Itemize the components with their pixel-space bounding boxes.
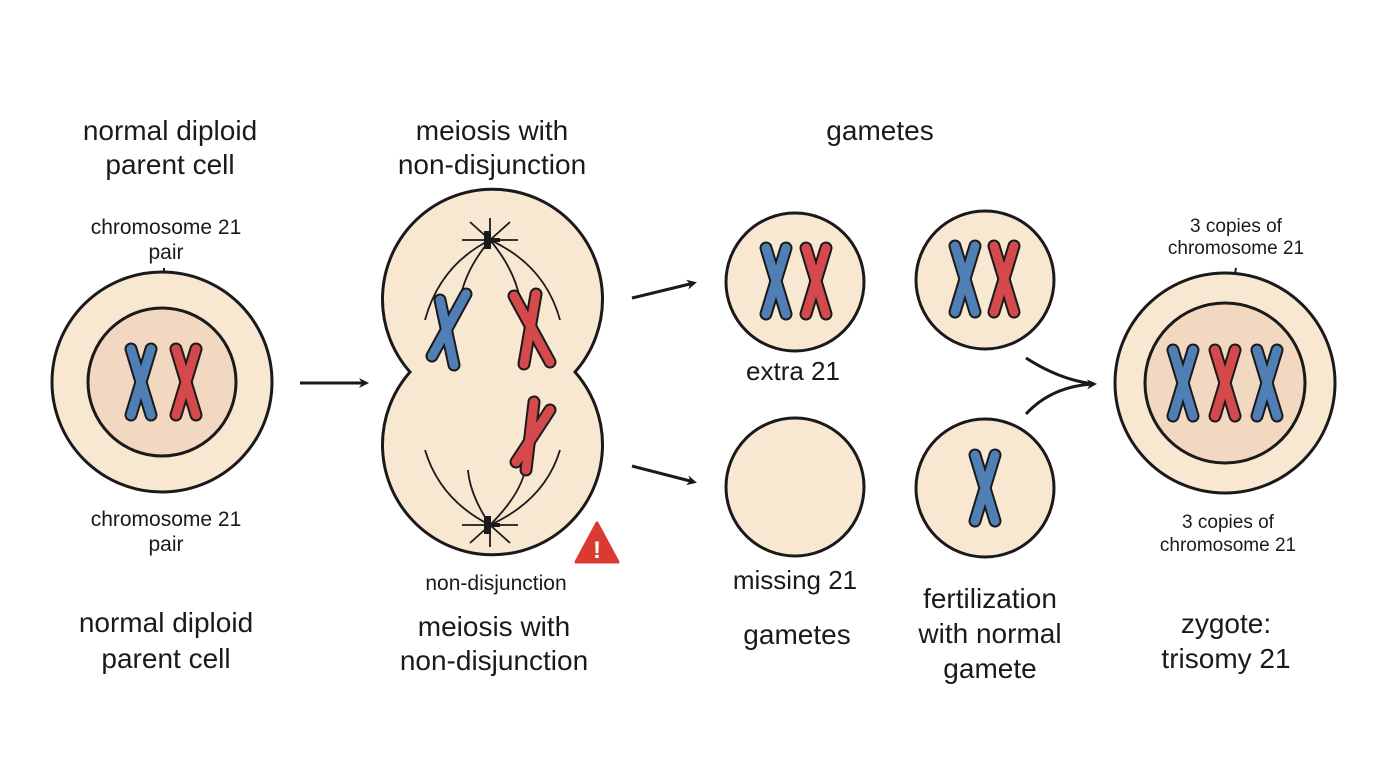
chromosome-blue xyxy=(425,287,473,372)
dividing-cell xyxy=(381,187,604,557)
zygote-label-top-line1: 3 copies of xyxy=(1190,216,1283,237)
gamete-missing-21 xyxy=(724,416,866,558)
parent-pair-label-bottom-line1: chromosome 21 xyxy=(91,508,242,531)
chromosome-red xyxy=(507,287,557,371)
zygote-label-top-line2: chromosome 21 xyxy=(1168,238,1304,259)
gamete-normal xyxy=(914,417,1056,559)
meiosis-title-top-line1: meiosis with xyxy=(416,115,568,146)
chromosome-blue xyxy=(124,342,158,422)
fertilization-label-line2: with normal xyxy=(917,618,1061,649)
parent-title-top-line1: normal diploid xyxy=(83,115,257,146)
zygote-label-bottom-line2: chromosome 21 xyxy=(1160,535,1296,556)
parent-title-top-line2: parent cell xyxy=(105,149,234,180)
chromosome-red xyxy=(799,241,833,321)
meiosis-title-bottom-line1: meiosis with xyxy=(418,611,570,642)
nondisjunction-note: non-disjunction xyxy=(425,572,566,595)
gametes-title-bottom: gametes xyxy=(743,619,850,650)
zygote-title-line1: zygote: xyxy=(1181,608,1271,639)
warning-glyph: ! xyxy=(593,537,601,564)
arrow-fertilization-upper-branch xyxy=(1025,356,1095,386)
parent-pair-label-bottom-line2: pair xyxy=(148,533,183,556)
fertilization-label-line1: fertilization xyxy=(923,583,1057,614)
chromosome-red xyxy=(987,239,1021,319)
extra-21-label: extra 21 xyxy=(746,356,840,386)
arrow-fertilization-to-zygote xyxy=(1024,379,1097,416)
chromosome-blue xyxy=(759,241,793,321)
meiosis-title-bottom-line2: non-disjunction xyxy=(400,645,588,676)
chromosome-red xyxy=(169,342,203,422)
gamete-membrane xyxy=(914,209,1056,351)
parent-title-bottom-line1: normal diploid xyxy=(79,607,253,638)
chromosome-red xyxy=(1208,343,1242,423)
warning-triangle-icon: ! xyxy=(574,521,620,564)
centrosome-top xyxy=(484,231,491,249)
fertilization-label-line3: gamete xyxy=(943,653,1036,684)
missing-21-label: missing 21 xyxy=(733,565,857,595)
gametes-title-top: gametes xyxy=(826,115,933,146)
meiosis-title-top-line2: non-disjunction xyxy=(398,149,586,180)
parent-pair-label-top-line2: pair xyxy=(148,241,183,264)
gamete-membrane xyxy=(724,211,866,353)
chromosome-blue xyxy=(948,239,982,319)
gamete-abnormal-with-two xyxy=(914,209,1056,351)
chromosome-blue xyxy=(1166,343,1200,423)
chromosome-blue xyxy=(968,448,1002,528)
parent-title-bottom-line2: parent cell xyxy=(101,643,230,674)
gamete-extra-21 xyxy=(724,211,866,353)
zygote-label-bottom-line1: 3 copies of xyxy=(1182,512,1275,533)
parent-pair-label-top-line1: chromosome 21 xyxy=(91,216,242,239)
zygote-title-line2: trisomy 21 xyxy=(1161,643,1290,674)
parent-cell xyxy=(50,270,274,494)
arrow-meiosis-to-extra-gamete xyxy=(631,279,697,300)
dividing-cell-membrane xyxy=(381,187,604,557)
chromosome-blue xyxy=(1250,343,1284,423)
zygote-cell xyxy=(1113,271,1337,495)
centrosome-bottom xyxy=(484,516,491,534)
arrow-meiosis-to-missing-gamete xyxy=(631,464,697,486)
chromosome-red xyxy=(509,395,557,477)
parent-nucleus xyxy=(86,306,238,458)
